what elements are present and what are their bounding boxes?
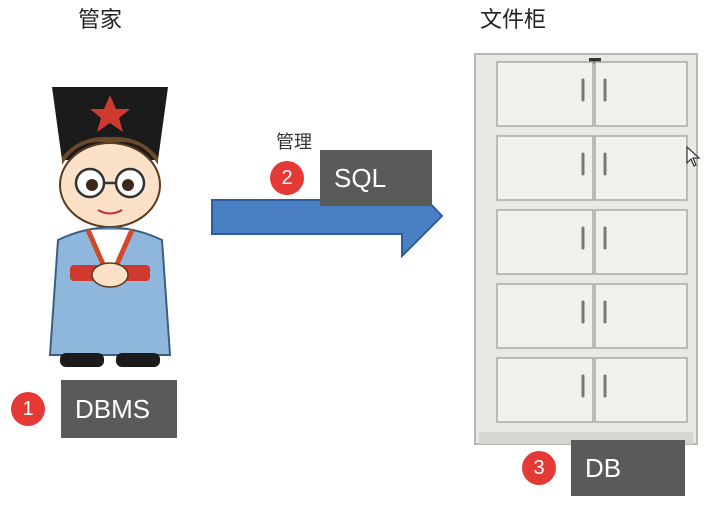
step-badge-2: 2 <box>270 161 304 195</box>
step-badge-3: 3 <box>522 451 556 485</box>
dbms-label: DBMS <box>61 380 177 438</box>
step-badge-1: 1 <box>11 392 45 426</box>
cabinet-title: 文件柜 <box>480 8 547 33</box>
steward-title: 管家 <box>78 8 123 33</box>
db-label: DB <box>571 440 685 496</box>
steward-illustration <box>48 87 172 367</box>
mouse-cursor-icon <box>686 146 701 167</box>
arrow-caption: 管理 <box>276 132 312 153</box>
sql-label: SQL <box>320 150 432 206</box>
cabinet-illustration <box>474 53 698 445</box>
